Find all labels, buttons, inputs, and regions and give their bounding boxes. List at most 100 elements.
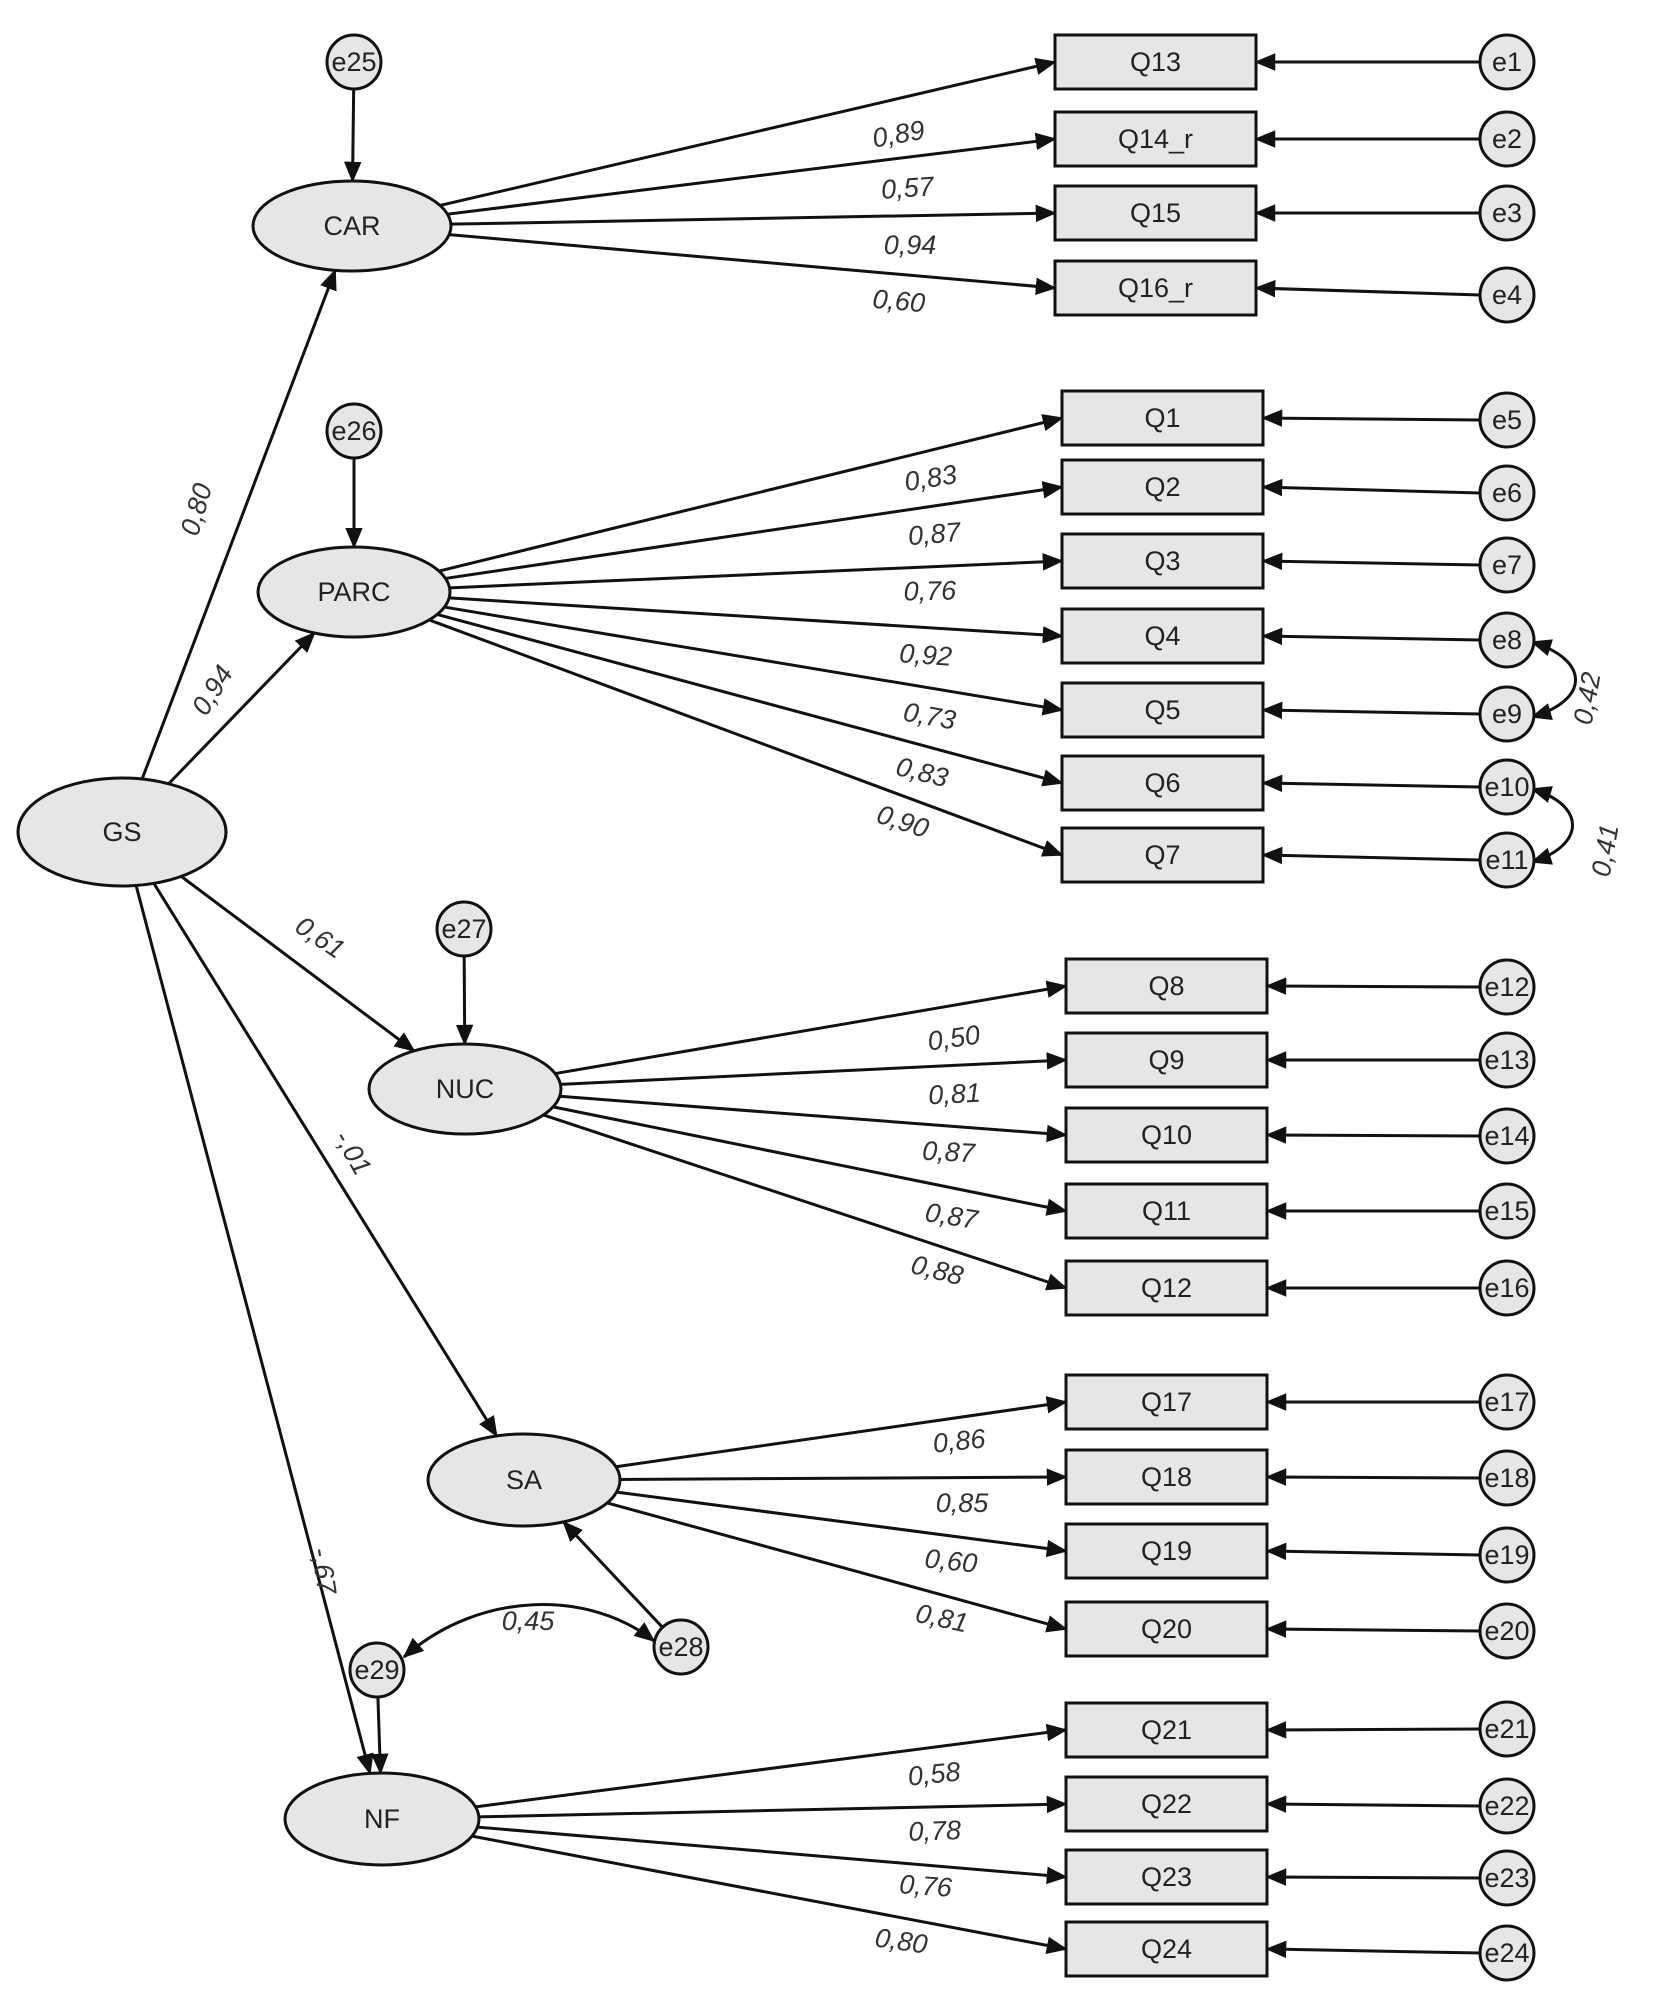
error-path-e5 (1261, 409, 1481, 427)
loading-nuc-q8 (554, 980, 1068, 1076)
error-e6 (1478, 464, 1536, 522)
latent-nf (283, 1771, 481, 1867)
disturbance-label-e25: e25 (331, 47, 376, 77)
loading-nuc-q11 (552, 1105, 1068, 1216)
nodes-layer: GSCARPARCNUCSANFQ13Q14_rQ15Q16_rQ1Q2Q3Q4… (16, 33, 1536, 1982)
error-path-e11 (1261, 846, 1481, 865)
disturbance-path-e28 (562, 1520, 664, 1629)
disturbance-e27 (435, 900, 493, 958)
error-label-e7: e7 (1492, 550, 1522, 580)
loading-weight-q24: 0,80 (873, 1923, 929, 1960)
disturbance-e25 (325, 33, 383, 91)
covariance-weight-e29-e28: 0,45 (502, 1606, 556, 1636)
error-path-e21 (1265, 1721, 1481, 1739)
error-label-e20: e20 (1484, 1616, 1529, 1646)
loading-weight-q3: 0,76 (903, 576, 957, 607)
item-label-q13: Q13 (1130, 47, 1181, 77)
loading-weight-q5: 0,73 (901, 697, 958, 736)
loading-parc-q2 (445, 481, 1064, 580)
error-label-e16: e16 (1484, 1273, 1529, 1303)
error-path-e23 (1265, 1868, 1481, 1886)
error-label-e18: e18 (1484, 1463, 1529, 1493)
item-label-q3: Q3 (1144, 546, 1180, 576)
loading-weight-q16_r: 0,60 (871, 284, 926, 318)
item-label-q10: Q10 (1141, 1120, 1192, 1150)
latent-label-nf: NF (364, 1804, 400, 1834)
error-path-e12 (1265, 977, 1481, 995)
path-weight-parc: 0,94 (186, 660, 239, 720)
path-gs-parc (167, 631, 316, 785)
error-label-e21: e21 (1484, 1714, 1529, 1744)
latent-label-nuc: NUC (436, 1074, 495, 1104)
error-path-e18 (1265, 1468, 1481, 1486)
error-e2 (1478, 110, 1536, 168)
edges-layer (134, 53, 1577, 1959)
error-label-e14: e14 (1484, 1121, 1529, 1151)
item-box-q19 (1064, 1522, 1269, 1580)
error-label-e22: e22 (1484, 1791, 1529, 1821)
loading-nuc-q10 (559, 1094, 1068, 1143)
error-label-e23: e23 (1484, 1863, 1529, 1893)
error-e13 (1478, 1031, 1536, 1089)
disturbance-path-e27 (455, 955, 474, 1046)
error-e16 (1478, 1259, 1536, 1317)
item-box-q15 (1053, 184, 1258, 242)
loading-weight-q6: 0,83 (893, 751, 951, 793)
error-path-e19 (1265, 1542, 1481, 1561)
error-path-e6 (1261, 478, 1481, 497)
disturbance-e26 (325, 402, 383, 460)
error-e7 (1478, 536, 1536, 594)
error-label-e9: e9 (1492, 699, 1522, 729)
latent-label-parc: PARC (317, 577, 390, 607)
item-label-q15: Q15 (1130, 198, 1181, 228)
item-label-q6: Q6 (1144, 768, 1180, 798)
loading-car-q16_r (449, 233, 1057, 296)
item-box-q24 (1064, 1920, 1269, 1978)
path-weight-car: 0,80 (175, 480, 218, 539)
item-label-q12: Q12 (1141, 1273, 1192, 1303)
error-path-e8 (1261, 627, 1481, 646)
loading-parc-q6 (436, 612, 1064, 787)
latent-parc (256, 545, 452, 639)
error-label-e10: e10 (1484, 772, 1529, 802)
error-e17 (1478, 1373, 1536, 1431)
loading-weight-q14_r: 0,57 (880, 171, 935, 205)
error-e5 (1478, 391, 1536, 449)
loading-parc-q3 (449, 553, 1064, 590)
disturbance-e28 (652, 1618, 710, 1676)
error-e1 (1478, 33, 1536, 91)
item-label-q17: Q17 (1141, 1387, 1192, 1417)
item-label-q4: Q4 (1144, 621, 1180, 651)
error-path-e10 (1261, 774, 1481, 793)
error-e19 (1478, 1526, 1536, 1584)
disturbance-label-e26: e26 (331, 416, 376, 446)
error-label-e4: e4 (1492, 280, 1522, 310)
item-label-q19: Q19 (1141, 1536, 1192, 1566)
loading-weight-q13: 0,89 (870, 115, 927, 154)
loading-sa-q18 (619, 1468, 1068, 1486)
error-e3 (1478, 184, 1536, 242)
loading-sa-q20 (606, 1501, 1068, 1633)
error-label-e2: e2 (1492, 124, 1522, 154)
disturbance-label-e28: e28 (658, 1632, 703, 1662)
error-label-e8: e8 (1492, 625, 1522, 655)
path-gs-sa (152, 882, 498, 1438)
item-box-q13 (1053, 33, 1258, 91)
loading-weight-q20: 0,81 (913, 1598, 971, 1638)
item-label-q18: Q18 (1141, 1462, 1192, 1492)
error-e10 (1478, 758, 1536, 816)
item-box-q11 (1064, 1182, 1269, 1240)
loading-sa-q19 (616, 1490, 1068, 1558)
loading-parc-q7 (428, 618, 1064, 857)
item-label-q22: Q22 (1141, 1789, 1192, 1819)
error-label-e12: e12 (1484, 972, 1529, 1002)
loading-parc-q4 (449, 596, 1064, 644)
covariance-e10-e11 (1530, 786, 1574, 865)
error-e4 (1478, 266, 1536, 324)
path-gs-nf (134, 885, 374, 1776)
error-label-e17: e17 (1484, 1387, 1529, 1417)
item-label-q8: Q8 (1148, 971, 1184, 1001)
item-label-q5: Q5 (1144, 695, 1180, 725)
latent-nuc (367, 1042, 563, 1136)
